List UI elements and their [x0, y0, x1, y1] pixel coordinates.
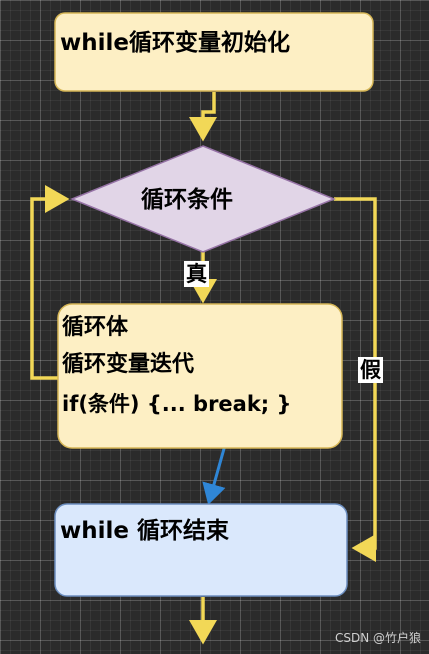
- edge-loop-back: [30, 185, 70, 380]
- node-condition: [70, 145, 336, 253]
- init-label: while循环变量初始化: [60, 30, 290, 56]
- body-line-2: 循环变量迭代: [62, 352, 195, 377]
- node-body: [57, 303, 343, 449]
- edge-init-to-condition: [189, 92, 217, 142]
- condition-label: 循环条件: [141, 187, 233, 213]
- body-line-1: 循环体: [62, 315, 129, 340]
- edge-label-false: 假: [358, 357, 383, 383]
- end-label: while 循环结束: [60, 518, 229, 544]
- node-end: [54, 503, 348, 597]
- edge-label-true: 真: [184, 261, 209, 287]
- body-line-3: if(条件) {... break; }: [62, 392, 292, 416]
- watermark: CSDN @竹户狼: [334, 631, 421, 645]
- node-init: [54, 12, 374, 92]
